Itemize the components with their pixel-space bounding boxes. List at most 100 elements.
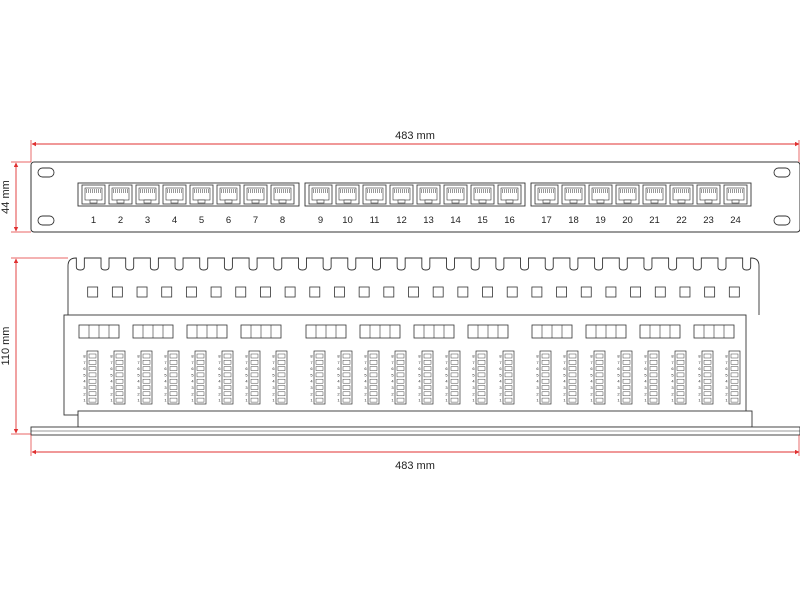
pin-label: 2 xyxy=(245,391,248,396)
dim-depth-label: 110 mm xyxy=(0,327,12,366)
rj45-port xyxy=(470,184,495,205)
pin-label: 5 xyxy=(364,372,367,377)
pin-label: 8 xyxy=(617,354,620,359)
rj45-port xyxy=(443,184,468,205)
pin-label: 8 xyxy=(218,354,221,359)
pin-label: 8 xyxy=(83,354,86,359)
pin-label: 5 xyxy=(137,372,140,377)
pin-label: 8 xyxy=(644,354,647,359)
pin-label: 5 xyxy=(499,372,502,377)
port-label: 5 xyxy=(199,215,204,226)
pin-label: 5 xyxy=(245,372,248,377)
pin-label: 7 xyxy=(137,360,140,365)
pin-label: 1 xyxy=(725,398,728,403)
dim-top-width-label: 483 mm xyxy=(395,130,435,142)
pin-label: 1 xyxy=(445,398,448,403)
comb-hole xyxy=(309,286,321,298)
pin-label: 3 xyxy=(245,385,248,390)
pin-label: 5 xyxy=(191,372,194,377)
pin-label: 1 xyxy=(164,398,167,403)
pin-label: 2 xyxy=(272,391,275,396)
rj45-port xyxy=(696,184,721,205)
port-label: 18 xyxy=(568,215,579,226)
comb-hole xyxy=(161,286,173,298)
pin-label: 5 xyxy=(563,372,566,377)
pin-label: 2 xyxy=(310,391,313,396)
pin-label: 3 xyxy=(698,385,701,390)
comb-hole xyxy=(185,286,197,298)
pin-label: 8 xyxy=(391,354,394,359)
pin-label: 3 xyxy=(191,385,194,390)
pin-label: 1 xyxy=(590,398,593,403)
pin-label: 2 xyxy=(617,391,620,396)
comb-hole xyxy=(482,286,493,298)
module-blocks xyxy=(78,324,735,339)
pin-label: 2 xyxy=(337,391,340,396)
pin-label: 4 xyxy=(83,379,86,384)
port-group-frame-1 xyxy=(77,182,300,207)
pin-label: 2 xyxy=(164,391,167,396)
pin-label: 1 xyxy=(671,398,674,403)
comb-hole xyxy=(432,286,444,298)
module-block xyxy=(78,324,120,339)
pin-label: 5 xyxy=(110,372,113,377)
pin-label: 6 xyxy=(644,366,647,371)
pin-label: 5 xyxy=(644,372,647,377)
pin-label: 8 xyxy=(563,354,566,359)
rj45-port xyxy=(189,184,214,205)
pin-label: 6 xyxy=(499,366,502,371)
pin-label: 7 xyxy=(337,360,340,365)
pin-label: 5 xyxy=(164,372,167,377)
pin-label: 1 xyxy=(272,398,275,403)
cable-manager-comb xyxy=(67,257,760,315)
pin-label: 6 xyxy=(137,366,140,371)
port-label: 14 xyxy=(450,215,461,226)
pin-label: 7 xyxy=(725,360,728,365)
pin-label: 8 xyxy=(418,354,421,359)
pin-label: 1 xyxy=(337,398,340,403)
port-label: 17 xyxy=(541,215,552,226)
pin-label: 4 xyxy=(536,379,539,384)
rj45-port xyxy=(642,184,667,205)
port-group-frame-3 xyxy=(530,182,752,207)
pin-label: 7 xyxy=(499,360,502,365)
pin-label: 3 xyxy=(499,385,502,390)
comb-hole xyxy=(704,286,716,298)
pin-label: 4 xyxy=(698,379,701,384)
top-view: 8765432187654321876543218765432187654321… xyxy=(30,257,800,436)
pin-label: 7 xyxy=(83,360,86,365)
comb-hole xyxy=(408,286,419,298)
pin-label: 4 xyxy=(563,379,566,384)
pin-label: 8 xyxy=(245,354,248,359)
pin-label: 6 xyxy=(218,366,221,371)
pin-label: 7 xyxy=(472,360,475,365)
port-label: 19 xyxy=(595,215,606,226)
comb-hole xyxy=(383,286,395,298)
pin-label: 2 xyxy=(445,391,448,396)
pin-label: 4 xyxy=(164,379,167,384)
pin-label: 3 xyxy=(137,385,140,390)
dim-bottom-width-label: 483 mm xyxy=(395,460,435,472)
pin-label: 8 xyxy=(536,354,539,359)
rj45-port xyxy=(135,184,160,205)
mount-slot-bottom-left xyxy=(37,215,55,226)
rj45-port xyxy=(588,184,613,205)
pin-label: 3 xyxy=(590,385,593,390)
pin-label: 1 xyxy=(245,398,248,403)
rj45-port xyxy=(615,184,640,205)
pin-label: 5 xyxy=(725,372,728,377)
pin-label: 4 xyxy=(272,379,275,384)
pin-label: 3 xyxy=(164,385,167,390)
pin-label: 8 xyxy=(164,354,167,359)
port-label: 7 xyxy=(253,215,258,226)
pin-label: 6 xyxy=(725,366,728,371)
pin-label: 8 xyxy=(590,354,593,359)
port-label: 20 xyxy=(622,215,633,226)
pin-label: 2 xyxy=(218,391,221,396)
